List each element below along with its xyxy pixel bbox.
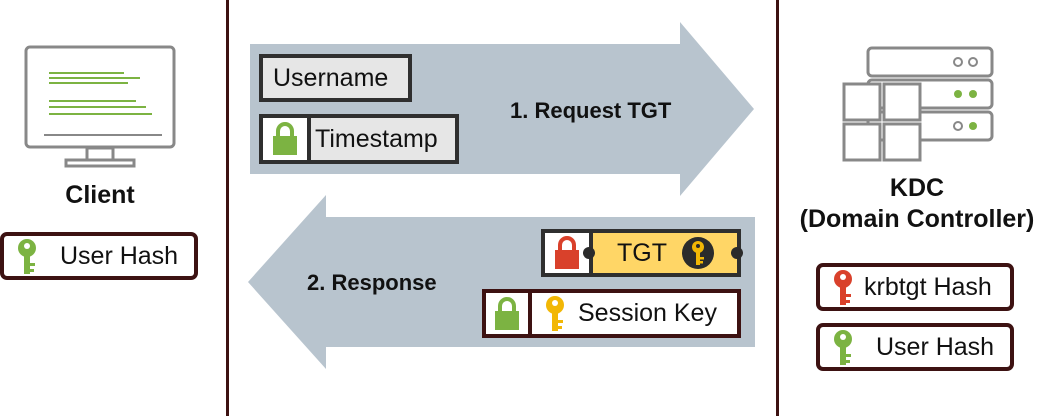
tgt-ticket: TGT [541, 229, 743, 277]
timestamp-label: Timestamp [315, 124, 438, 153]
client-user-hash-box: User Hash [0, 232, 198, 280]
kdc-user-hash-box: User Hash [816, 323, 1014, 371]
kdc-label-line1: KDC [889, 174, 945, 202]
server-icon [842, 46, 994, 162]
red-key-icon [834, 270, 852, 305]
ticket-notch-right [731, 247, 743, 259]
tgt-key-badge-icon [682, 237, 714, 269]
timestamp-box: Timestamp [259, 114, 459, 164]
left-divider [226, 0, 229, 416]
kdc-label: KDC (Domain Controller) [786, 173, 1047, 235]
krbtgt-hash-box: krbtgt Hash [816, 263, 1014, 311]
client-label: Client [65, 181, 135, 209]
monitor-icon [24, 45, 176, 168]
kdc-user-hash-label: User Hash [876, 332, 995, 361]
request-step-label: 1. Request TGT [510, 98, 672, 123]
session-lock-cell [486, 293, 532, 334]
kdc-label-line2: (Domain Controller) [799, 205, 1035, 233]
yellow-key-icon [546, 296, 564, 331]
krbtgt-hash-label: krbtgt Hash [864, 272, 992, 301]
ticket-notch-left [583, 247, 595, 259]
timestamp-lock-cell [263, 118, 311, 160]
red-lock-icon [555, 236, 579, 269]
green-lock-icon [273, 122, 297, 155]
response-step-label: 2. Response [307, 270, 437, 295]
green-lock-icon [495, 296, 519, 330]
session-key-label: Session Key [578, 299, 717, 327]
username-label: Username [273, 63, 389, 92]
tgt-label: TGT [617, 238, 667, 267]
request-arrow [250, 22, 754, 196]
client-hash-label: User Hash [60, 241, 179, 270]
green-key-icon [834, 330, 852, 365]
green-key-icon [18, 239, 36, 274]
username-box: Username [259, 54, 412, 102]
right-divider [776, 0, 779, 416]
session-key-box: Session Key [482, 289, 741, 338]
